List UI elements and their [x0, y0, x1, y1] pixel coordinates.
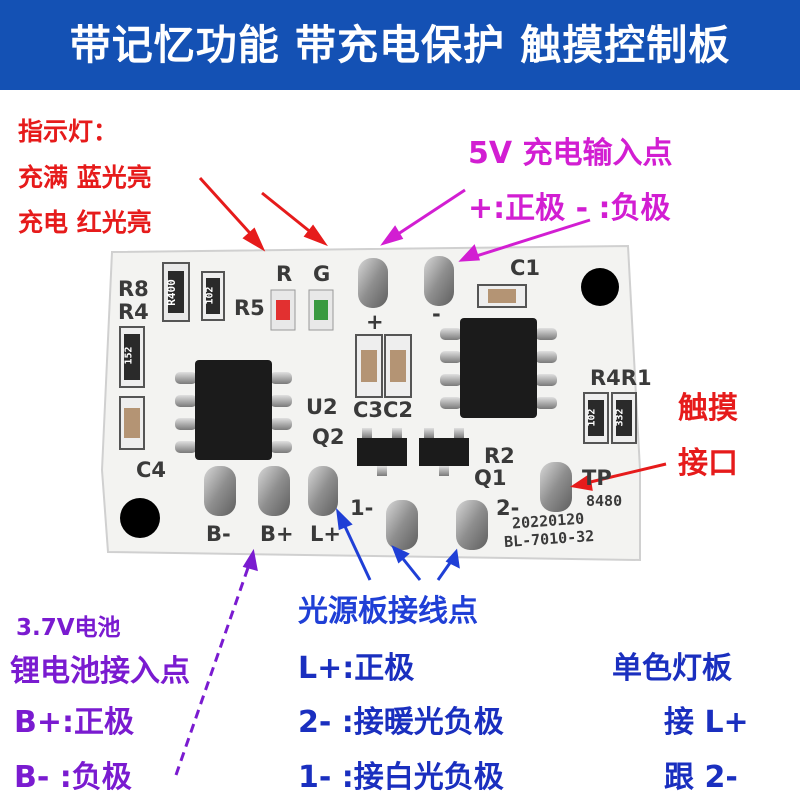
- indicator-title: 指示灯：: [18, 117, 119, 146]
- resistor-code-r5: 102: [204, 286, 216, 305]
- charge-input-title: 5V 充电输入点: [468, 136, 673, 171]
- silk-b-plus: B+: [260, 522, 294, 546]
- chip-u2: [175, 360, 292, 460]
- light-board-title: 光源板接线点: [298, 594, 478, 629]
- silk-minus: -: [432, 302, 441, 326]
- battery-title: 锂电池接入点: [10, 654, 190, 689]
- silk-c3c2: C3C2: [353, 398, 414, 422]
- battery-plus: B+:正极: [14, 705, 134, 740]
- capacitor-c3: [355, 334, 383, 398]
- silk-r5: R5: [234, 296, 265, 320]
- silk-tp: TP: [582, 466, 612, 490]
- pad-1-minus: [386, 500, 418, 550]
- silk-1-minus: 1-: [350, 496, 374, 520]
- mounting-hole: [581, 268, 619, 306]
- resistor-code-r4: 152: [123, 346, 135, 365]
- charge-input-polarity: +:正极 - :负极: [468, 191, 671, 226]
- silk-b-minus: B-: [206, 522, 231, 546]
- silk-q2: Q2: [312, 425, 345, 449]
- silk-plus: +: [366, 310, 384, 334]
- pad-touch: [540, 462, 572, 512]
- silk-c1: C1: [510, 256, 541, 280]
- silk-q1: Q1: [474, 466, 507, 490]
- silk-code: 8480: [586, 492, 623, 510]
- resistor-code-r4b: 102: [586, 408, 598, 427]
- resistor-code-r8: R400: [164, 279, 178, 306]
- silk-r8: R8: [118, 277, 149, 301]
- silk-g: G: [313, 262, 331, 286]
- single-color-line2: 跟 2-: [664, 760, 738, 795]
- indicator-charging: 充电 红光亮: [18, 208, 152, 237]
- single-color-title: 单色灯板: [612, 651, 732, 686]
- pad-2-minus: [456, 500, 488, 550]
- single-color-line1: 接 L+: [664, 705, 749, 740]
- transistor-q2: [357, 428, 407, 476]
- page-title: 带记忆功能 带充电保护 触摸控制板: [0, 0, 800, 90]
- silk-r4r1: R4R1: [590, 366, 652, 390]
- battery-minus: B- :负极: [14, 760, 132, 795]
- pad-charge-minus: [424, 256, 454, 306]
- silk-l-plus: L+: [310, 522, 341, 546]
- chip-u1: [440, 318, 557, 418]
- silk-2-minus: 2-: [496, 496, 520, 520]
- resistor-code-r1: 332: [614, 408, 626, 427]
- silk-r2: R2: [484, 444, 515, 468]
- indicator-full: 充满 蓝光亮: [18, 163, 152, 192]
- silk-r4: R4: [118, 300, 149, 324]
- silk-u2: U2: [306, 395, 338, 419]
- transistor-q1: [419, 428, 469, 476]
- pad-l-plus: [308, 466, 338, 516]
- mounting-hole: [120, 498, 160, 538]
- touch-label-line1: 触摸: [678, 391, 738, 426]
- touch-label-line2: 接口: [678, 446, 738, 481]
- pin-two: 2- :接暖光负极: [298, 705, 504, 740]
- battery-capacity: 3.7V电池: [16, 615, 121, 641]
- pad-b-plus: [258, 466, 290, 516]
- pad-b-minus: [204, 466, 236, 516]
- silk-r: R: [276, 262, 293, 286]
- pad-charge-plus: [358, 258, 388, 308]
- silk-c4: C4: [136, 458, 167, 482]
- pin-lplus: L+:正极: [298, 651, 415, 686]
- pin-one: 1- :接白光负极: [298, 760, 504, 795]
